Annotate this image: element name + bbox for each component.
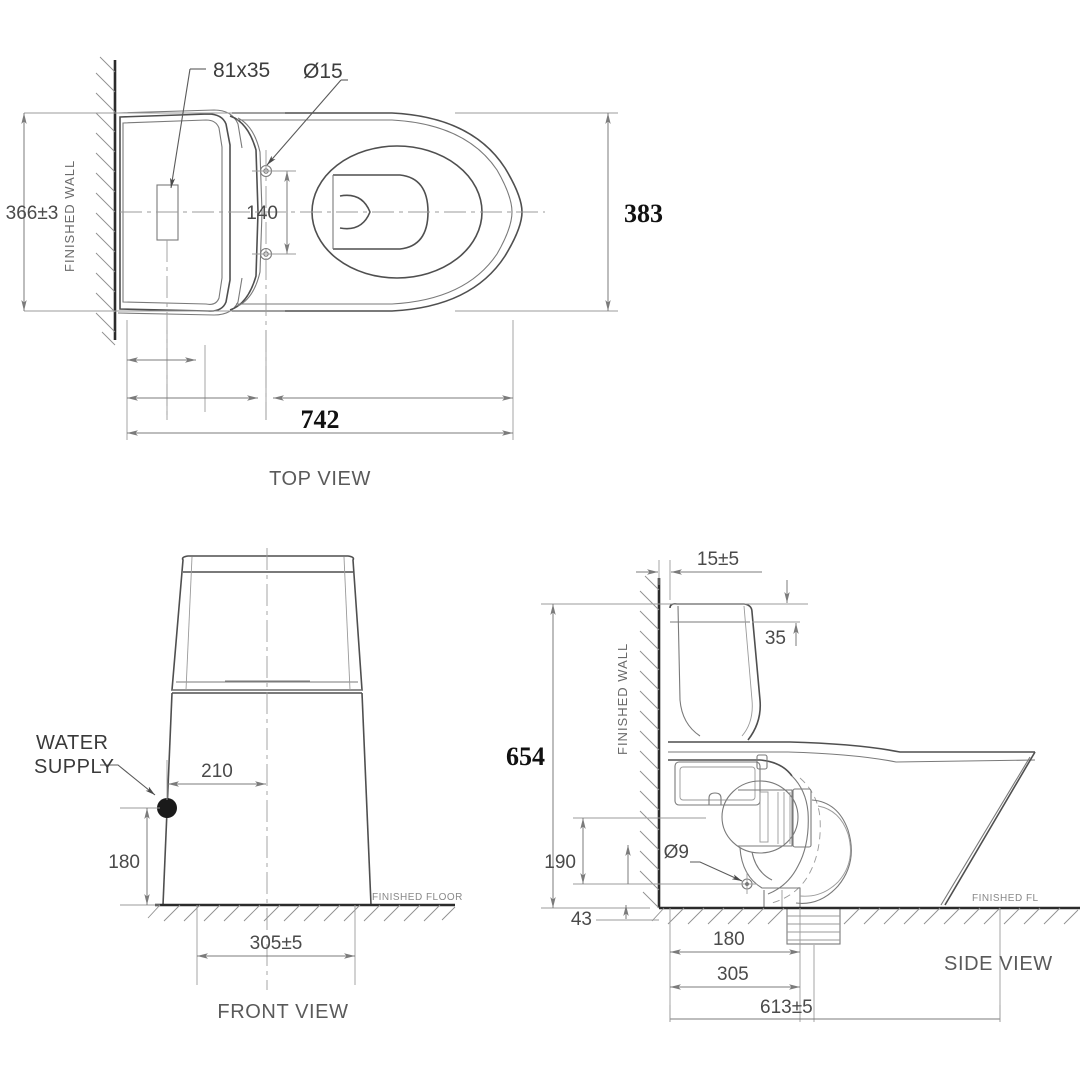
dimension-15pm5: 15±5 (636, 549, 762, 600)
side-view-wall: FINISHED WALL (615, 575, 661, 909)
dimension-654-text: 654 (506, 742, 545, 771)
top-view-label: TOP VIEW (269, 468, 371, 490)
dimension-305pm5-text: 305±5 (250, 933, 303, 954)
front-view-floor-label: FINISHED FLOOR (372, 892, 463, 903)
callout-slot-text: 81x35 (213, 59, 270, 82)
dimension-210-text: 210 (201, 761, 233, 782)
dimension-654: 654 (506, 603, 800, 909)
dimension-35-text: 35 (765, 628, 786, 649)
side-view-wall-label: FINISHED WALL (615, 643, 630, 755)
front-view-group: FINISHED FLOOR WATER SUPPLY 210 180 (34, 548, 463, 1023)
callout-slot-81x35: 81x35 (170, 59, 270, 189)
side-view-label: SIDE VIEW (944, 953, 1053, 975)
dimension-383: 383 (455, 112, 663, 312)
dimension-43-text: 43 (571, 909, 592, 930)
dimension-180-front: 180 (108, 807, 160, 906)
callout-hole-d15: Ø15 (266, 60, 348, 166)
top-view-slot (156, 184, 179, 241)
callout-outlet-d9: Ø9 (664, 842, 743, 882)
callout-hole-text: Ø15 (303, 60, 343, 83)
front-view-floor: FINISHED FLOOR (147, 892, 463, 922)
front-view-toilet-outline (162, 555, 372, 906)
dimension-210: 210 (168, 761, 266, 787)
dimension-742-text: 742 (301, 405, 340, 434)
dimension-366-text: 366±3 (6, 203, 59, 224)
water-supply-label-line1: WATER (36, 732, 109, 754)
dimension-305-side-text: 305 (717, 964, 749, 985)
dimension-140-text: 140 (246, 203, 278, 224)
dimension-15pm5-text: 15±5 (697, 549, 739, 570)
water-supply-label-line2: SUPPLY (34, 756, 114, 778)
dimension-35: 35 (752, 580, 808, 649)
dimension-180-side-text: 180 (713, 929, 745, 950)
side-view-floor-label: FINISHED FL (972, 893, 1039, 904)
top-view-wall: FINISHED WALL (62, 56, 117, 346)
dimension-613pm5-text: 613±5 (760, 997, 813, 1018)
side-view-bottom-dimensions: 180 305 613±5 (669, 908, 1001, 1022)
side-view-floor: FINISHED FL (651, 893, 1080, 925)
side-view-group: FINISHED WALL (506, 549, 1080, 1022)
dimension-305pm5: 305±5 (196, 905, 356, 985)
dimension-190: 190 (544, 817, 740, 885)
dimension-366: 366±3 (6, 112, 285, 312)
dimension-180-front-text: 180 (108, 852, 140, 873)
side-view-outlet-stack (786, 907, 841, 945)
top-view-group: FINISHED WALL (6, 56, 663, 490)
dimension-43: 43 (571, 905, 659, 930)
water-supply-point: WATER SUPPLY (34, 732, 177, 818)
dimension-383-text: 383 (624, 199, 663, 228)
dimension-190-text: 190 (544, 852, 576, 873)
top-view-wall-label: FINISHED WALL (62, 160, 77, 272)
callout-outlet-text: Ø9 (664, 842, 689, 863)
top-view-bottom-dimensions: 742 (126, 320, 514, 440)
dimension-140: 140 (246, 170, 296, 255)
front-view-label: FRONT VIEW (217, 1001, 348, 1023)
